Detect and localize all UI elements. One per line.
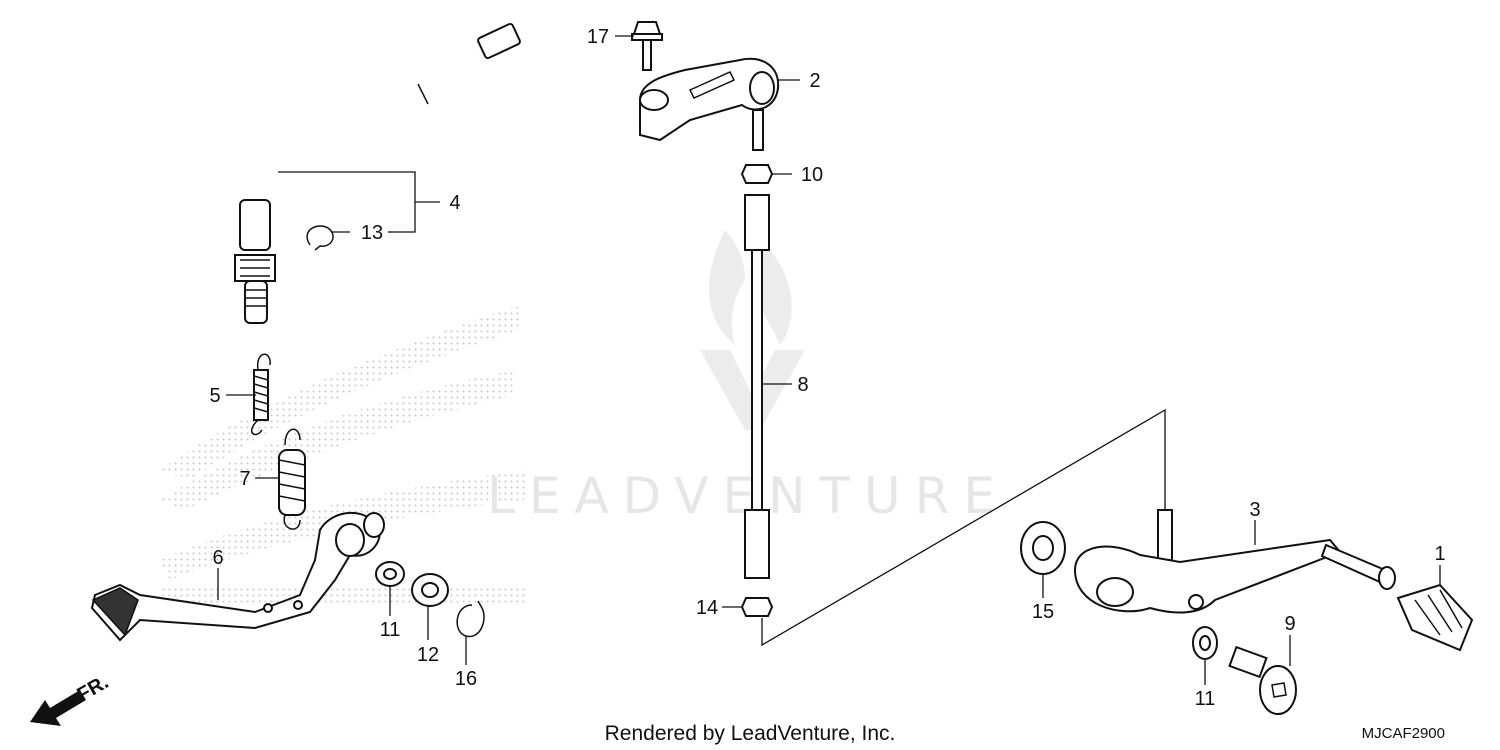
part-4-sensor [234,22,521,324]
part-17-bolt [631,21,663,71]
part-14-nut [740,597,774,617]
leader-lines [217,35,1441,685]
part-11-washer-right [1192,626,1218,660]
rendered-by-credit: Rendered by LeadVenture, Inc. [605,722,896,745]
callout-3: 3 [1249,499,1260,521]
flame-logo-watermark [700,230,805,430]
callout-4: 4 [449,192,460,214]
front-direction-arrow: FR. [30,671,112,726]
part-2-shift-arm [639,57,780,151]
part-8-shift-rod [744,194,770,579]
callout-16: 16 [455,668,477,690]
callout-11-right: 11 [1195,688,1216,710]
callout-7: 7 [239,468,250,490]
callout-8: 8 [797,374,808,396]
callout-11-left: 11 [380,619,401,641]
part-16-circlip [456,600,485,638]
callout-9: 9 [1284,613,1295,635]
assembly-link-line [761,408,1166,647]
part-15-washer [1020,521,1066,575]
callout-5: 5 [209,385,220,407]
part-7-spring [278,428,306,530]
callout-6: 6 [212,547,223,569]
callout-15: 15 [1032,601,1054,623]
part-9-pivot-bolt [1228,645,1297,715]
callout-12: 12 [417,644,439,666]
part-12-washer [411,573,449,607]
part-11-washer-left [375,561,405,587]
callout-14: 14 [696,597,718,619]
part-1-pedal-rubber [1396,583,1474,652]
callout-2: 2 [809,70,820,92]
part-10-nut [740,164,774,184]
part-3-shift-pedal [1073,509,1396,614]
callout-1: 1 [1434,543,1445,565]
callout-17: 17 [587,26,609,48]
watermark-text: LEADVENTURE [487,467,1009,525]
diagram-code: MJCAF2900 [1362,725,1445,742]
part-5-spring [250,353,271,436]
callout-10: 10 [801,164,823,186]
part-13-clip [306,225,334,251]
callout-13: 13 [361,222,383,244]
part-6-brake-pedal [90,511,385,642]
